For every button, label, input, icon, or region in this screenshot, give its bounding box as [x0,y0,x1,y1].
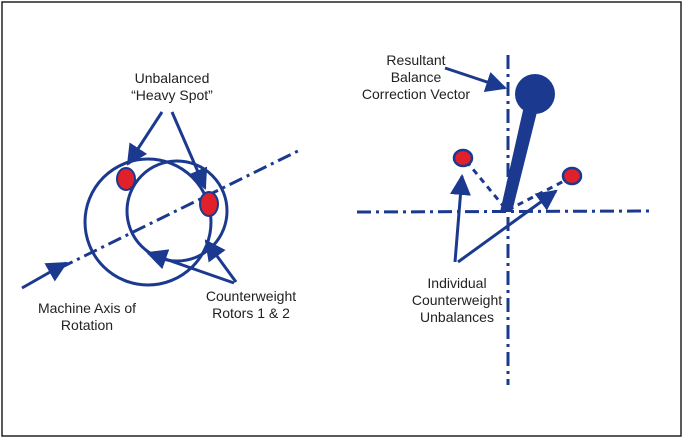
rotor-arrow-2 [204,239,238,283]
rotor-arrow-1 [146,249,235,285]
resultant-arrow [444,66,507,92]
heavy-spot-icon [199,191,219,217]
unbalance-vector-1 [465,161,507,209]
right-vector-diagram [356,55,651,385]
machine-axis-label: Machine Axis of Rotation [37,300,137,333]
heavy-spot-arrow-1 [126,111,164,166]
individual-unbalances-label: Individual Counterweight Unbalances [411,275,503,325]
heavy-spot-label: Unbalanced “Heavy Spot” [131,70,213,103]
left-balancing-diagram [21,111,301,290]
machine-axis-line [59,148,301,270]
counterweight-rotor-1 [83,157,213,287]
individual-arrow-2 [457,189,558,264]
heavy-spot-icon [116,167,136,191]
heavy-spot-icon [452,148,474,168]
counterweight-rotor-2 [125,159,229,263]
resultant-vector-shaft [500,97,540,212]
resultant-vector-label: Resultant Balance Correction Vector [361,52,471,102]
heavy-spot-icon [561,166,583,186]
heavy-spot-arrow-2 [170,111,208,190]
axis-arrow [21,261,68,290]
counterweight-rotors-label: Counterweight Rotors 1 & 2 [205,288,297,321]
individual-arrow-1 [450,173,471,263]
resultant-vector-mass [515,74,555,114]
